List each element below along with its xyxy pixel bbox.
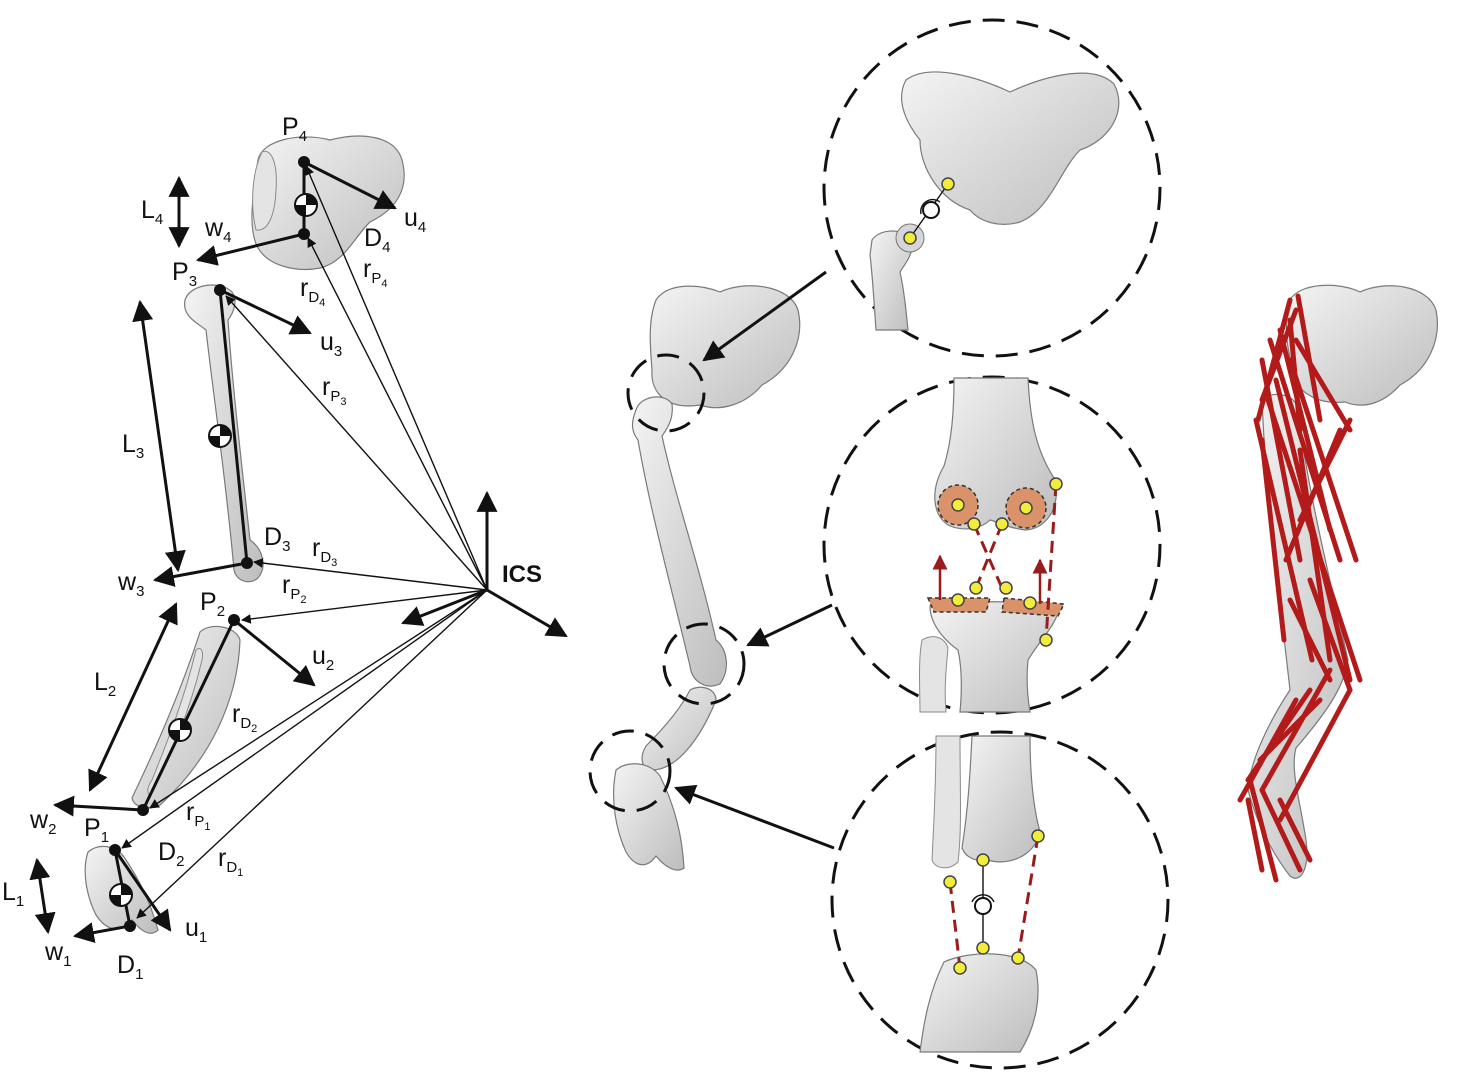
segment-axis-3	[218, 289, 249, 564]
label-L4: L4	[141, 196, 163, 228]
rP2-vector	[241, 589, 488, 624]
knee-joint-selector[interactable]	[662, 622, 746, 706]
label-rD1: rD1	[218, 844, 243, 879]
com-2-symbol	[168, 718, 192, 742]
rP3-vector	[225, 295, 488, 591]
D1-point	[124, 920, 136, 932]
label-rP4: rP4	[363, 255, 387, 290]
rD4-vector	[307, 237, 488, 591]
position-vectors	[121, 165, 488, 919]
ankle-zoom-tibia	[961, 735, 1041, 863]
label-L2: L2	[94, 668, 116, 700]
skeleton-shank	[641, 686, 717, 771]
w2-vector	[52, 795, 144, 817]
L3-length-arrow	[132, 299, 186, 573]
P2-point	[228, 614, 240, 626]
label-w2: w2	[29, 806, 56, 838]
skeleton-femur	[631, 396, 727, 687]
skeleton-panel	[588, 18, 1170, 1070]
u4-vector	[303, 160, 397, 210]
com-4-symbol	[294, 193, 318, 217]
muscle-model-panel	[1237, 284, 1438, 883]
label-rD2: rD2	[232, 700, 257, 735]
w1-vector	[72, 922, 131, 943]
label-rP3: rP3	[322, 373, 346, 408]
ankle-zoom-view	[830, 730, 1170, 1070]
hip-joint-icon	[922, 201, 940, 219]
label-u3: u3	[320, 328, 342, 360]
L1-length-arrow	[29, 857, 56, 935]
label-w3: w3	[117, 568, 144, 600]
knee-zoom-fibula	[919, 636, 949, 713]
u1-vector	[113, 849, 172, 932]
rD1-vector	[136, 589, 488, 919]
label-u2: u2	[312, 642, 334, 674]
com-1-symbol	[109, 883, 133, 907]
D2-point	[137, 804, 149, 816]
label-D2: D2	[158, 838, 184, 870]
label-u1: u1	[185, 914, 207, 946]
muscle-model-leg	[1247, 393, 1349, 879]
knee-zoom-tibia	[929, 601, 1059, 713]
segment-model-panel: ICS P4 D4 L4 u4 w4 rP4 rD4 P3 u3 rP3 L3 …	[2, 113, 568, 983]
label-P3: P3	[172, 258, 197, 290]
com-3-symbol	[208, 424, 232, 448]
label-u4: u4	[404, 204, 426, 236]
ankle-zoom-fibula	[931, 735, 961, 869]
knee-zoom-view	[822, 375, 1162, 715]
P1-point	[109, 844, 121, 856]
ankle-zoom-arrow	[674, 784, 835, 850]
label-rP2: rP2	[282, 571, 306, 606]
skeleton-foot	[613, 763, 685, 871]
w3-vector	[152, 561, 248, 587]
label-D4: D4	[364, 224, 390, 256]
ankle-joint-selector[interactable]	[588, 729, 672, 813]
ankle-joint-icon	[974, 897, 992, 915]
D4-point	[298, 228, 310, 240]
D3-point	[241, 557, 253, 569]
rP1-vector	[121, 589, 488, 849]
ankle-zoom-foot	[919, 953, 1039, 1053]
label-P1: P1	[84, 814, 109, 846]
hip-zoom-pelvis	[901, 71, 1120, 225]
P4-point	[298, 156, 310, 168]
hip-marker-pelvis	[941, 177, 955, 191]
label-L1: L1	[2, 878, 24, 910]
rP4-vector	[304, 165, 488, 591]
label-w4: w4	[204, 214, 231, 246]
L2-length-arrow	[88, 602, 178, 792]
hip-zoom-arrow	[702, 270, 827, 362]
hip-zoom-view	[822, 18, 1162, 358]
u2-vector	[233, 618, 316, 687]
muscle-lines	[1237, 293, 1363, 883]
label-rD3: rD3	[312, 534, 337, 569]
hip-marker-femur	[903, 231, 917, 245]
label-D1: D1	[117, 951, 143, 983]
ics-label: ICS	[502, 561, 542, 588]
P3-point	[214, 284, 226, 296]
ics-frame: ICS	[401, 490, 568, 638]
label-rP1: rP1	[186, 798, 210, 833]
knee-zoom-arrow	[746, 603, 833, 647]
w4-vector	[195, 232, 305, 266]
label-L3: L3	[122, 430, 144, 462]
rD2-vector	[149, 589, 488, 809]
label-D3: D3	[264, 523, 290, 555]
pelvis-ilium-left	[252, 150, 277, 231]
rD3-vector	[253, 558, 488, 591]
label-w1: w1	[44, 938, 71, 970]
label-P2: P2	[200, 588, 225, 620]
label-P4: P4	[282, 113, 307, 145]
hip-joint-selector[interactable]	[626, 353, 706, 433]
label-rD4: rD4	[300, 274, 325, 309]
